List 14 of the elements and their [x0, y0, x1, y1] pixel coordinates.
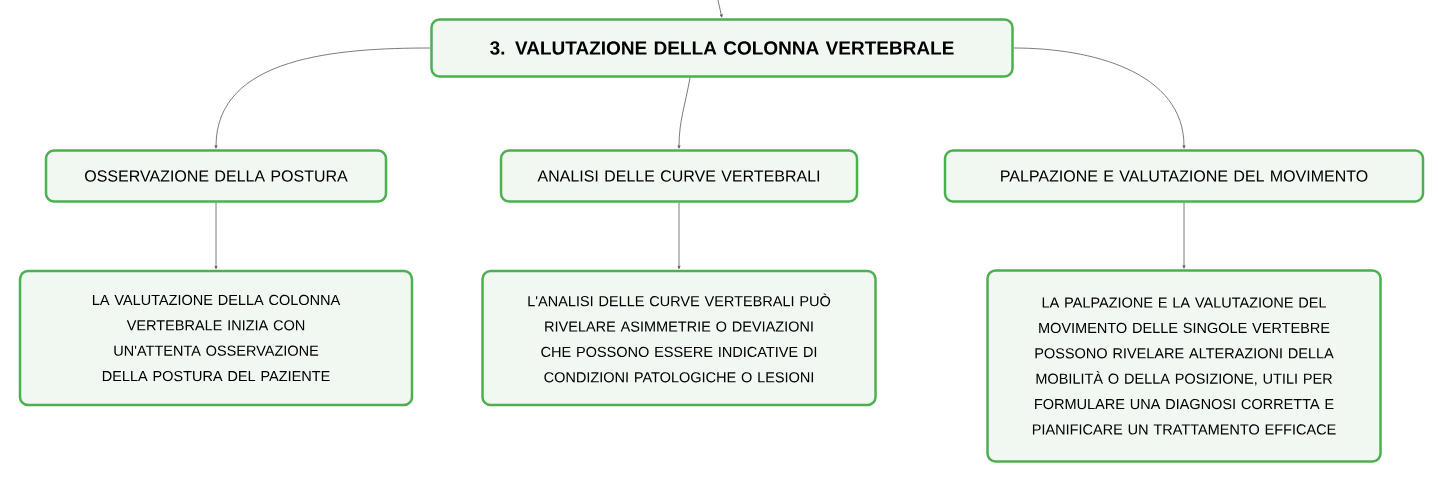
root-topic-box: 3. VALUTAZIONE DELLA COLONNA VERTEBRALE [430, 18, 1014, 78]
detail-box: LA VALUTAZIONE DELLA COLONNA VERTEBRALE INIZIA CON UN'ATTENTA OSSERVAZIONE DELLA POSTURA DEL PAZIENTE [18, 269, 414, 407]
arrow [677, 202, 681, 270]
arrow [214, 202, 218, 270]
arrow [1013, 47, 1186, 149]
topic-box: ANALISI DELLE CURVE VERTEBRALI [499, 149, 859, 203]
topic-box: OSSERVAZIONE DELLA POSTURA [44, 149, 388, 203]
topic-box: PALPAZIONE E VALUTAZIONE DEL MOVIMENTO [943, 149, 1425, 203]
arrow [717, 0, 723, 18]
arrow [1182, 202, 1186, 269]
arrow [677, 77, 691, 149]
detail-box: LA PALPAZIONE E LA VALUTAZIONE DEL MOVIMENTO DELLE SINGOLE VERTEBRE POSSONO RIVELARE ALTERAZIONI DELLA MOBILITÀ O DELLA POSIZIONE, UTILI PER FORMULARE UNA DIAGNOSI CORRETTA E PIANIFICARE UN TRATTAMENTO EFFICACE [986, 269, 1382, 463]
arrow [214, 47, 431, 149]
detail-box: L'ANALISI DELLE CURVE VERTEBRALI PUÒ RIVELARE ASIMMETRIE O DEVIAZIONI CHE POSSONO ESSERE INDICATIVE DI CONDIZIONI PATOLOGICHE O LESIONI [481, 269, 877, 407]
